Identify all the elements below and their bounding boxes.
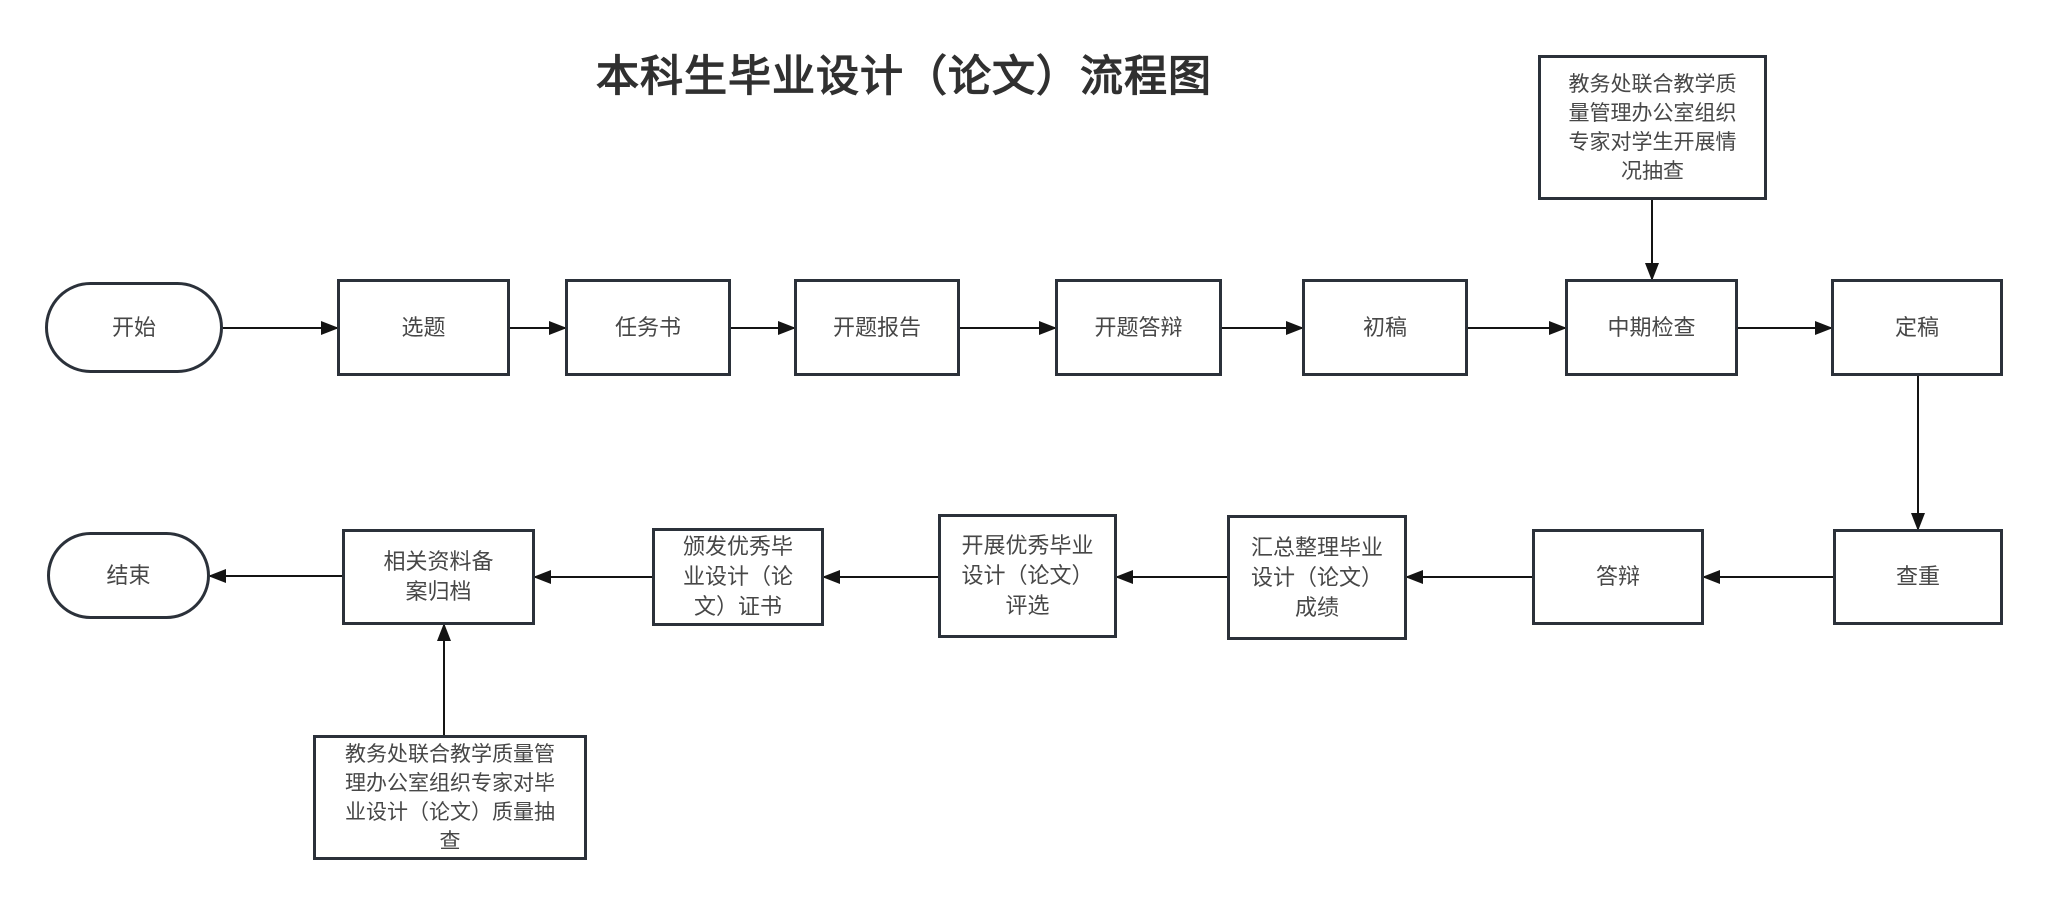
node-first-draft: 初稿: [1302, 279, 1468, 376]
node-quality-spot-check: 教务处联合教学质量管 理办公室组织专家对毕 业设计（论文）质量抽 查: [313, 735, 587, 860]
node-archive-materials: 相关资料备 案归档: [342, 529, 535, 625]
node-excellence-selection: 开展优秀毕业 设计（论文） 评选: [938, 514, 1117, 638]
diagram-title: 本科生毕业设计（论文）流程图: [596, 53, 1212, 101]
node-start: 开始: [45, 282, 223, 373]
node-collate-scores: 汇总整理毕业 设计（论文） 成绩: [1227, 515, 1407, 640]
node-end: 结束: [47, 532, 210, 619]
node-task-book: 任务书: [565, 279, 731, 376]
node-student-spot-check: 教务处联合教学质 量管理办公室组织 专家对学生开展情 况抽查: [1538, 55, 1767, 200]
node-plagiarism-check: 查重: [1833, 529, 2003, 625]
node-final-draft: 定稿: [1831, 279, 2003, 376]
node-proposal-defense: 开题答辩: [1055, 279, 1222, 376]
node-award-certificates: 颁发优秀毕 业设计（论 文）证书: [652, 528, 824, 626]
node-defense: 答辩: [1532, 529, 1704, 625]
node-topic-selection: 选题: [337, 279, 510, 376]
node-mid-term-check: 中期检查: [1565, 279, 1738, 376]
node-proposal-report: 开题报告: [794, 279, 960, 376]
